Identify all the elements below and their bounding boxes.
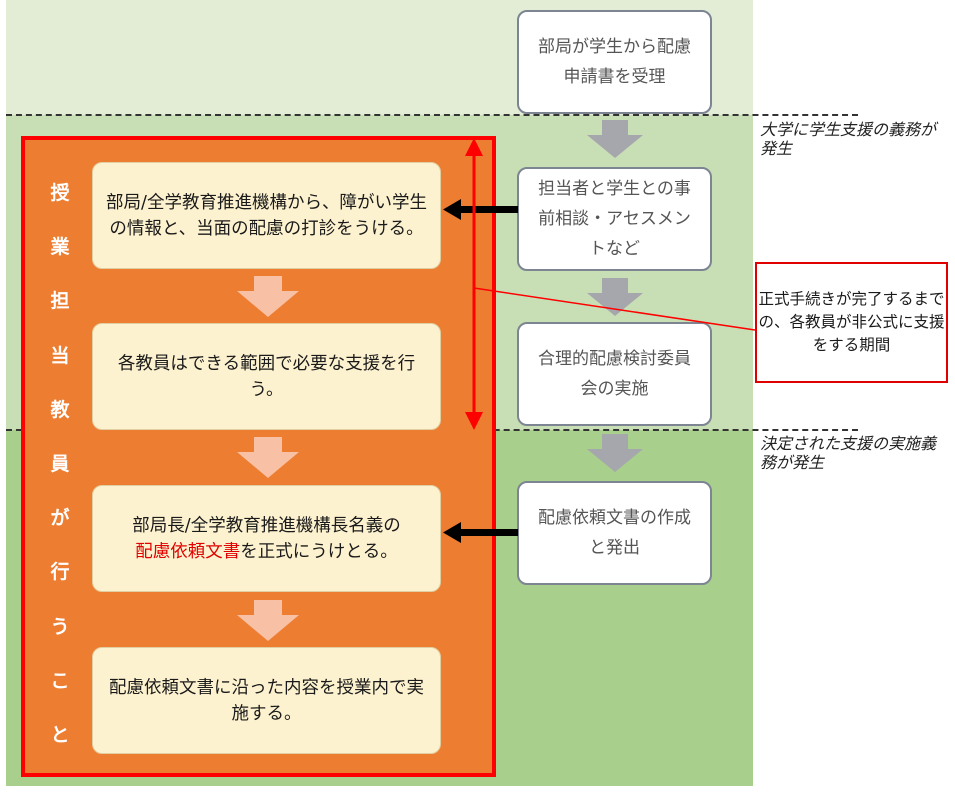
vertical-label-char: 担 xyxy=(50,290,70,313)
informal-support-period-callout: 正式手続きが完了するまでの、各教員が非公式に支援をする期間 xyxy=(755,262,948,383)
gray-down-arrow xyxy=(587,120,643,158)
teacher-step-2-text: 各教員はできる範囲で必要な支援を行う。 xyxy=(117,353,416,400)
flow-step-2-text: 担当者と学生との事前相談・アセスメントなど xyxy=(538,179,691,259)
vertical-label-char: と xyxy=(50,724,70,746)
teacher-step-4-text: 配慮依頼文書に沿った内容を授業内で実施する。 xyxy=(109,677,424,724)
pink-down-arrow xyxy=(237,276,299,317)
teacher-step-receive-inquiry: 部局/全学教育推進機構から、障がい学生の情報と、当面の配慮の打診をうける。 xyxy=(92,162,441,269)
teacher-step-voluntary-support: 各教員はできる範囲で必要な支援を行う。 xyxy=(92,323,441,430)
left-flow-arrows xyxy=(237,276,299,641)
flow-step-3-text: 合理的配慮検討委員会の実施 xyxy=(538,349,691,399)
vertical-label-char: う xyxy=(50,615,70,638)
black-left-arrow xyxy=(443,199,461,220)
teacher-step-implement: 配慮依頼文書に沿った内容を授業内で実施する。 xyxy=(92,647,441,754)
flow-step-1-text: 部局が学生から配慮申請書を受理 xyxy=(538,37,691,87)
phase-note-1: 大学に学生支援の義務が発生 xyxy=(760,120,937,158)
vertical-label-char: 教 xyxy=(50,398,70,421)
vertical-label-char: 行 xyxy=(50,561,70,584)
vertical-label-char: 当 xyxy=(50,344,70,367)
black-arrow-shaft xyxy=(458,529,518,536)
flow-step-issue-request: 配慮依頼文書の作成と発出 xyxy=(517,481,712,585)
teacher-step-3-text: 部局長/全学教育推進機構長名義の配慮依頼文書を正式にうけとる。 xyxy=(132,513,400,565)
vertical-label-char: が xyxy=(50,507,70,530)
informal-period-arrow xyxy=(465,138,483,430)
phase-note-2: 決定された支援の実施義務が発生 xyxy=(760,434,937,472)
vertical-label-char: 授 xyxy=(50,182,70,204)
teacher-step-3-rest: を正式にうけとる。 xyxy=(240,541,398,562)
vertical-label-char: 業 xyxy=(50,236,70,259)
pink-down-arrow xyxy=(237,437,299,478)
pink-down-arrow xyxy=(237,600,299,641)
black-arrow-shaft xyxy=(458,206,518,213)
teacher-step-receive-request-letter: 部局長/全学教育推進機構長名義の配慮依頼文書を正式にうけとる。 xyxy=(92,485,441,592)
flow-step-4-text: 配慮依頼文書の作成と発出 xyxy=(538,508,691,558)
right-flow-arrows xyxy=(587,120,643,472)
vertical-label-char: こ xyxy=(50,669,70,692)
flow-step-pre-consultation: 担当者と学生との事前相談・アセスメントなど xyxy=(517,167,712,271)
handoff-arrows xyxy=(443,199,518,543)
request-letter-highlight: 配慮依頼文書 xyxy=(135,541,241,562)
callout-connector-line xyxy=(473,287,756,331)
gray-down-arrow xyxy=(587,434,643,472)
teacher-step-1-text: 部局/全学教育推進機構から、障がい学生の情報と、当面の配慮の打診をうける。 xyxy=(106,192,427,239)
phase-divider-1 xyxy=(6,114,858,116)
flow-step-committee: 合理的配慮検討委員会の実施 xyxy=(517,322,712,426)
flow-step-receive-application: 部局が学生から配慮申請書を受理 xyxy=(517,10,712,114)
callout-text: 正式手続きが完了するまでの、各教員が非公式に支援をする期間 xyxy=(758,290,945,354)
gray-down-arrow xyxy=(587,278,643,316)
teacher-step-3-line1: 部局長/全学教育推進機構長名義の xyxy=(132,515,401,536)
black-left-arrow xyxy=(443,522,461,543)
vertical-label-char: 員 xyxy=(50,453,70,475)
